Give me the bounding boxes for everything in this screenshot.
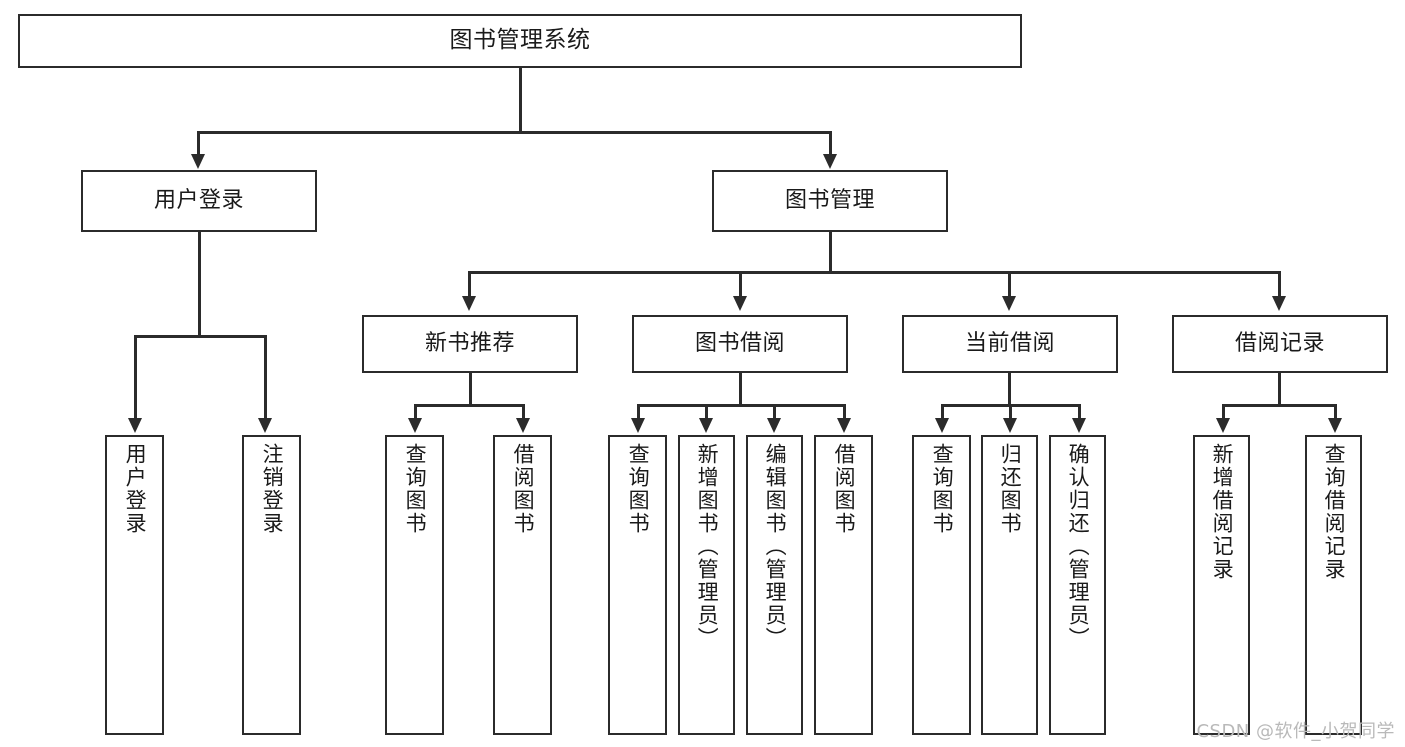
arrowhead-record-child-1 [1216,418,1230,433]
connector-borrow-bus [637,404,845,407]
arrowhead-current-child-3 [1072,418,1086,433]
connector-book-manage-drop-3 [1008,271,1011,298]
node-label: 借阅图书 [832,443,857,535]
node-book-borrow[interactable]: 图书借阅 [632,315,848,373]
node-book-manage[interactable]: 图书管理 [712,170,948,232]
connector-recommend-stem [469,373,472,404]
leaf-borrow-query-book[interactable]: 查询图书 [608,435,667,735]
node-label: 新增借阅记录 [1210,443,1235,581]
arrowhead-recommend-child-1 [408,418,422,433]
node-borrow-record[interactable]: 借阅记录 [1172,315,1388,373]
leaf-user-login[interactable]: 用户登录 [105,435,164,735]
connector-recommend-drop-1 [414,404,417,420]
leaf-borrow-borrow-book[interactable]: 借阅图书 [814,435,873,735]
leaf-current-query-book[interactable]: 查询图书 [912,435,971,735]
leaf-logout[interactable]: 注销登录 [242,435,301,735]
connector-recommend-bus [414,404,524,407]
connector-book-manage-drop-2 [739,271,742,298]
connector-root-drop-2 [829,131,832,156]
leaf-record-add-record[interactable]: 新增借阅记录 [1193,435,1250,735]
arrowhead-to-borrow-record [1272,296,1286,311]
node-label: 编辑图书（管理员） [763,443,788,650]
connector-book-manage-bus [468,271,1280,274]
arrowhead-borrow-child-1 [631,418,645,433]
connector-book-manage-drop-1 [468,271,471,298]
connector-root-bus [197,131,831,134]
node-current-borrow[interactable]: 当前借阅 [902,315,1118,373]
node-label: 用户登录 [153,188,244,214]
node-new-book-recommend[interactable]: 新书推荐 [362,315,578,373]
connector-borrow-drop-3 [773,404,776,420]
connector-record-bus [1222,404,1336,407]
connector-current-drop-2 [1009,404,1012,420]
node-label: 借阅图书 [511,443,536,535]
arrowhead-current-child-2 [1003,418,1017,433]
leaf-recommend-borrow-book[interactable]: 借阅图书 [493,435,552,735]
node-label: 图书管理系统 [449,27,591,54]
node-label: 借阅记录 [1234,331,1325,357]
connector-current-drop-3 [1078,404,1081,420]
arrowhead-current-child-1 [935,418,949,433]
arrowhead-to-leaf-logout [258,418,272,433]
node-label: 图书管理 [784,188,875,214]
arrowhead-to-leaf-user-login [128,418,142,433]
connector-user-login-bus [134,335,264,338]
connector-record-stem [1278,373,1281,404]
node-label: 注销登录 [260,443,285,535]
node-label: 新增图书（管理员） [695,443,720,650]
connector-recommend-drop-2 [522,404,525,420]
connector-current-drop-1 [941,404,944,420]
node-label: 查询借阅记录 [1322,443,1347,581]
node-label: 当前借阅 [964,331,1055,357]
connector-root-drop-1 [197,131,200,156]
leaf-recommend-query-book[interactable]: 查询图书 [385,435,444,735]
arrowhead-to-new-book-recommend [462,296,476,311]
connector-record-drop-1 [1222,404,1225,420]
connector-borrow-drop-4 [843,404,846,420]
connector-book-manage-stem [829,232,832,271]
arrowhead-borrow-child-3 [767,418,781,433]
arrowhead-recommend-child-2 [516,418,530,433]
node-label: 查询图书 [930,443,955,535]
connector-current-stem [1008,373,1011,404]
connector-user-login-stem [198,232,201,335]
node-label: 用户登录 [123,443,148,535]
arrowhead-to-book-borrow [733,296,747,311]
leaf-record-query-record[interactable]: 查询借阅记录 [1305,435,1362,735]
leaf-current-return-book[interactable]: 归还图书 [981,435,1038,735]
node-user-login[interactable]: 用户登录 [81,170,317,232]
node-root-system[interactable]: 图书管理系统 [18,14,1022,68]
arrowhead-borrow-child-4 [837,418,851,433]
connector-user-login-drop-2 [264,335,267,420]
connector-borrow-stem [739,373,742,404]
node-label: 查询图书 [626,443,651,535]
connector-book-manage-drop-4 [1278,271,1281,298]
node-label: 归还图书 [998,443,1023,535]
node-label: 确认归还（管理员） [1066,443,1091,650]
arrowhead-record-child-2 [1328,418,1342,433]
arrowhead-to-book-manage [823,154,837,169]
leaf-borrow-edit-book[interactable]: 编辑图书（管理员） [746,435,803,735]
arrowhead-to-current-borrow [1002,296,1016,311]
node-label: 图书借阅 [694,331,785,357]
leaf-current-confirm-return[interactable]: 确认归还（管理员） [1049,435,1106,735]
arrowhead-borrow-child-2 [699,418,713,433]
arrowhead-to-user-login [191,154,205,169]
connector-borrow-drop-1 [637,404,640,420]
connector-user-login-drop-1 [134,335,137,420]
leaf-borrow-add-book[interactable]: 新增图书（管理员） [678,435,735,735]
connector-root-stem [519,68,522,131]
node-label: 新书推荐 [424,331,515,357]
connector-record-drop-2 [1334,404,1337,420]
node-label: 查询图书 [403,443,428,535]
connector-borrow-drop-2 [705,404,708,420]
